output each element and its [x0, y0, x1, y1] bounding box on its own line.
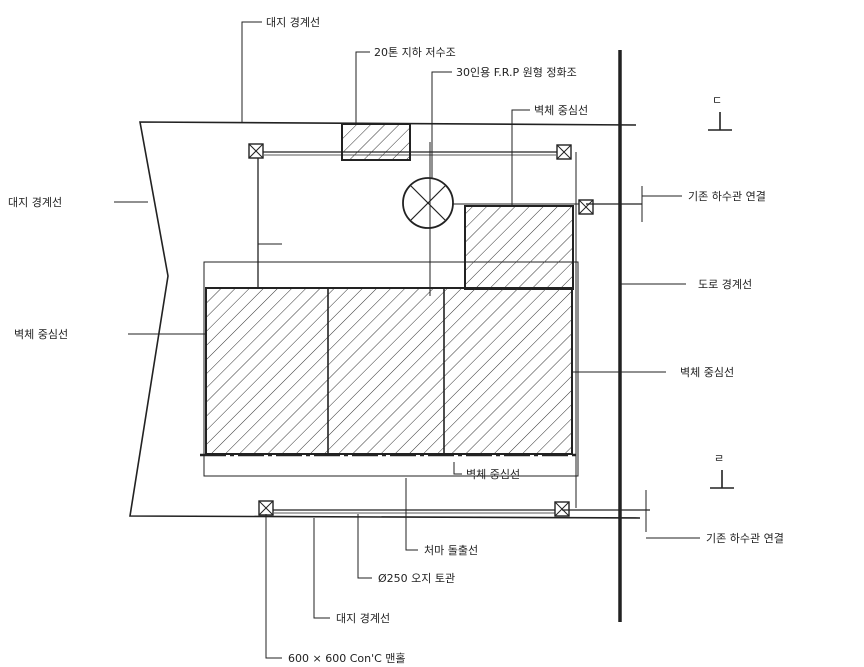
label-site-boundary-bottom: 대지 경계선: [336, 612, 390, 625]
manhole-icon: [258, 500, 274, 516]
label-wall-center-left: 벽체 중심선: [14, 328, 68, 341]
leader-underground-tank: [355, 51, 370, 124]
label-site-boundary-top: 대지 경계선: [266, 16, 320, 29]
leader-wall-center-bottom: [453, 462, 462, 475]
label-road-boundary: 도로 경계선: [698, 278, 752, 291]
underground-tank: [341, 123, 411, 161]
leader-frp-septic: [431, 71, 452, 178]
leader-eave-line: [405, 478, 418, 551]
label-existing-sewer-bottom: 기존 하수관 연결: [706, 531, 784, 545]
label-sewer-pipe: Ø250 오지 토관: [378, 572, 455, 585]
manhole-icon: [554, 501, 570, 517]
label-wall-center-right: 벽체 중심선: [680, 366, 734, 379]
label-site-boundary-left: 대지 경계선: [8, 196, 62, 209]
leader-sewer-pipe: [357, 514, 372, 579]
manhole-icon: [248, 143, 264, 159]
section-mark-top: ㄷ: [712, 94, 722, 107]
label-eave-line: 처마 돌출선: [424, 544, 478, 557]
leader-site-boundary-top: [241, 21, 262, 122]
building-main: [205, 287, 573, 455]
manhole-icon: [578, 199, 594, 215]
leader-site-boundary-bottom: [313, 518, 330, 619]
label-wall-center-bottom: 벽체 중심선: [466, 468, 520, 481]
section-mark-bottom: ㄹ: [714, 452, 724, 465]
manhole-icon: [556, 144, 572, 160]
eave-outline: [203, 261, 579, 477]
label-wall-center-top: 벽체 중심선: [534, 104, 588, 117]
label-manhole: 600 × 600 Con'C 맨홀: [288, 652, 406, 665]
frp-septic-tank: [402, 177, 454, 229]
label-frp-septic: 30인용 F.R.P 원형 정화조: [456, 66, 577, 79]
leader-manhole: [265, 514, 282, 659]
building-wing-upper-right: [464, 205, 574, 290]
leader-wall-center-top: [511, 109, 530, 206]
label-underground-tank: 20톤 지하 저수조: [374, 45, 456, 59]
label-existing-sewer-top: 기존 하수관 연결: [688, 189, 766, 203]
site-boundary-line: [129, 121, 641, 519]
